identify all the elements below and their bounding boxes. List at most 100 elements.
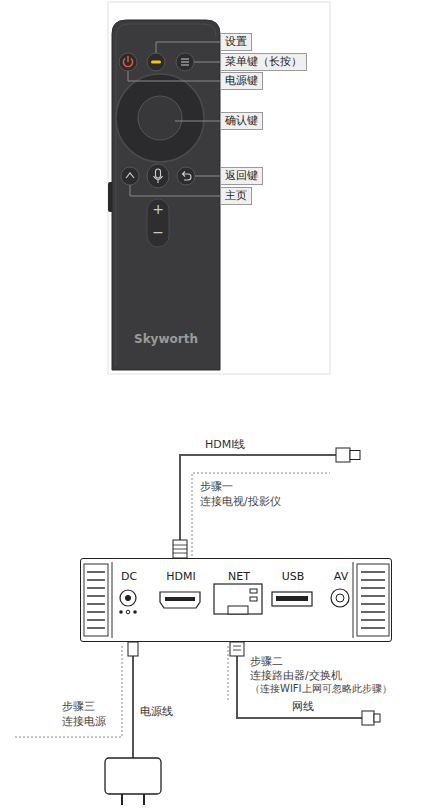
settings-button <box>147 53 165 71</box>
back-button <box>177 167 195 185</box>
leader-line <box>175 121 220 122</box>
vent-grille <box>87 595 105 597</box>
settings-button <box>147 53 165 71</box>
step-text: 连接电视/投影仪 <box>200 495 281 508</box>
voice-button <box>156 169 161 178</box>
usb-port <box>276 596 308 601</box>
remote-control: Skyworth <box>112 20 220 370</box>
power-cable <box>121 794 123 805</box>
callout-label: 返回键 <box>220 167 263 185</box>
leader-line <box>194 62 220 63</box>
remote-body <box>112 20 220 370</box>
power-cable <box>128 642 138 656</box>
hdmi-cable <box>173 448 360 558</box>
remote-body <box>108 20 220 370</box>
power-cable <box>105 642 161 805</box>
dc-port <box>126 610 130 614</box>
remote-body <box>116 24 216 366</box>
hdmi-port <box>160 592 200 608</box>
dpad-ring <box>116 74 204 162</box>
dpad-ring <box>138 96 182 140</box>
vent-grille <box>87 619 105 621</box>
net-port <box>214 584 262 614</box>
vent-grille <box>361 579 385 581</box>
vent-grille <box>361 611 385 613</box>
dc-port <box>120 590 136 606</box>
dc-port <box>119 590 137 614</box>
home-button <box>121 167 139 185</box>
settings-button <box>151 61 161 64</box>
home-button <box>126 173 134 178</box>
network-cable <box>230 642 244 656</box>
callout-text: 主页 <box>225 189 247 203</box>
usb-port <box>272 592 312 606</box>
step-two-dotted-line <box>228 646 229 700</box>
step-text: 连接电源 <box>62 715 106 728</box>
cable-label: 网线 <box>292 700 314 714</box>
hdmi-port <box>160 592 200 608</box>
vent-grille <box>87 627 105 629</box>
vent-grille <box>361 627 385 629</box>
leader-line <box>130 185 220 196</box>
power-cable <box>143 794 145 805</box>
hdmi-cable <box>173 545 187 553</box>
volume-rocker <box>147 199 169 247</box>
vent-grille <box>361 619 385 621</box>
step-three-dotted-line <box>14 646 122 737</box>
callout-label: 设置 <box>220 33 252 51</box>
back-button <box>177 167 195 185</box>
port-name: NET <box>228 570 250 583</box>
vent-grille <box>353 562 354 638</box>
home-button <box>121 167 139 185</box>
dc-port <box>119 610 123 614</box>
leader-lines <box>128 42 220 196</box>
net-port <box>214 584 262 614</box>
vent-grille <box>357 564 389 636</box>
cable-label: HDMI线 <box>205 438 245 452</box>
vent-grille <box>112 562 113 638</box>
callout-text: 设置 <box>225 35 247 49</box>
vent-grille <box>87 579 105 581</box>
power-button <box>119 53 137 71</box>
step-one-dotted-line <box>192 473 330 556</box>
dc-port <box>133 610 137 614</box>
step-two-dotted-line <box>228 646 229 700</box>
hdmi-cable <box>336 448 350 462</box>
callout-label: 确认键 <box>220 112 263 130</box>
vent-grille <box>84 564 108 636</box>
hdmi-cable <box>350 451 360 460</box>
network-cable <box>362 711 374 725</box>
voice-button <box>147 164 169 188</box>
leader-line <box>156 42 220 53</box>
dc-port <box>125 595 131 601</box>
callout-text: 电源键 <box>225 74 258 88</box>
cable-label: 电源线 <box>140 705 173 719</box>
dpad-ring <box>116 74 204 162</box>
port-name: USB <box>282 570 305 583</box>
power-button <box>119 53 137 71</box>
vent-grille <box>361 603 385 605</box>
port-name: HDMI <box>166 570 195 583</box>
vent-grille <box>361 571 385 573</box>
av-port <box>331 589 349 607</box>
volume-down-sign: − <box>152 224 164 242</box>
vent-grille <box>361 587 385 589</box>
net-port <box>228 606 248 614</box>
leader-line <box>128 71 220 81</box>
back-button <box>183 172 192 181</box>
vent-grille <box>87 611 105 613</box>
power-cable <box>105 758 161 794</box>
callout-label: 菜单键（长按） <box>220 53 307 71</box>
menu-button <box>181 59 189 65</box>
voice-button <box>154 176 163 183</box>
voice-button <box>147 164 169 188</box>
callout-text: 菜单键（长按） <box>225 55 302 69</box>
menu-button <box>176 53 194 71</box>
step-text: 连接路由器/交换机 <box>250 669 342 682</box>
photo-frame <box>108 2 330 374</box>
av-port <box>336 594 344 602</box>
power-button <box>127 56 128 62</box>
vent-grille <box>87 587 105 589</box>
network-cable <box>233 646 241 650</box>
photo-frame <box>108 2 330 374</box>
